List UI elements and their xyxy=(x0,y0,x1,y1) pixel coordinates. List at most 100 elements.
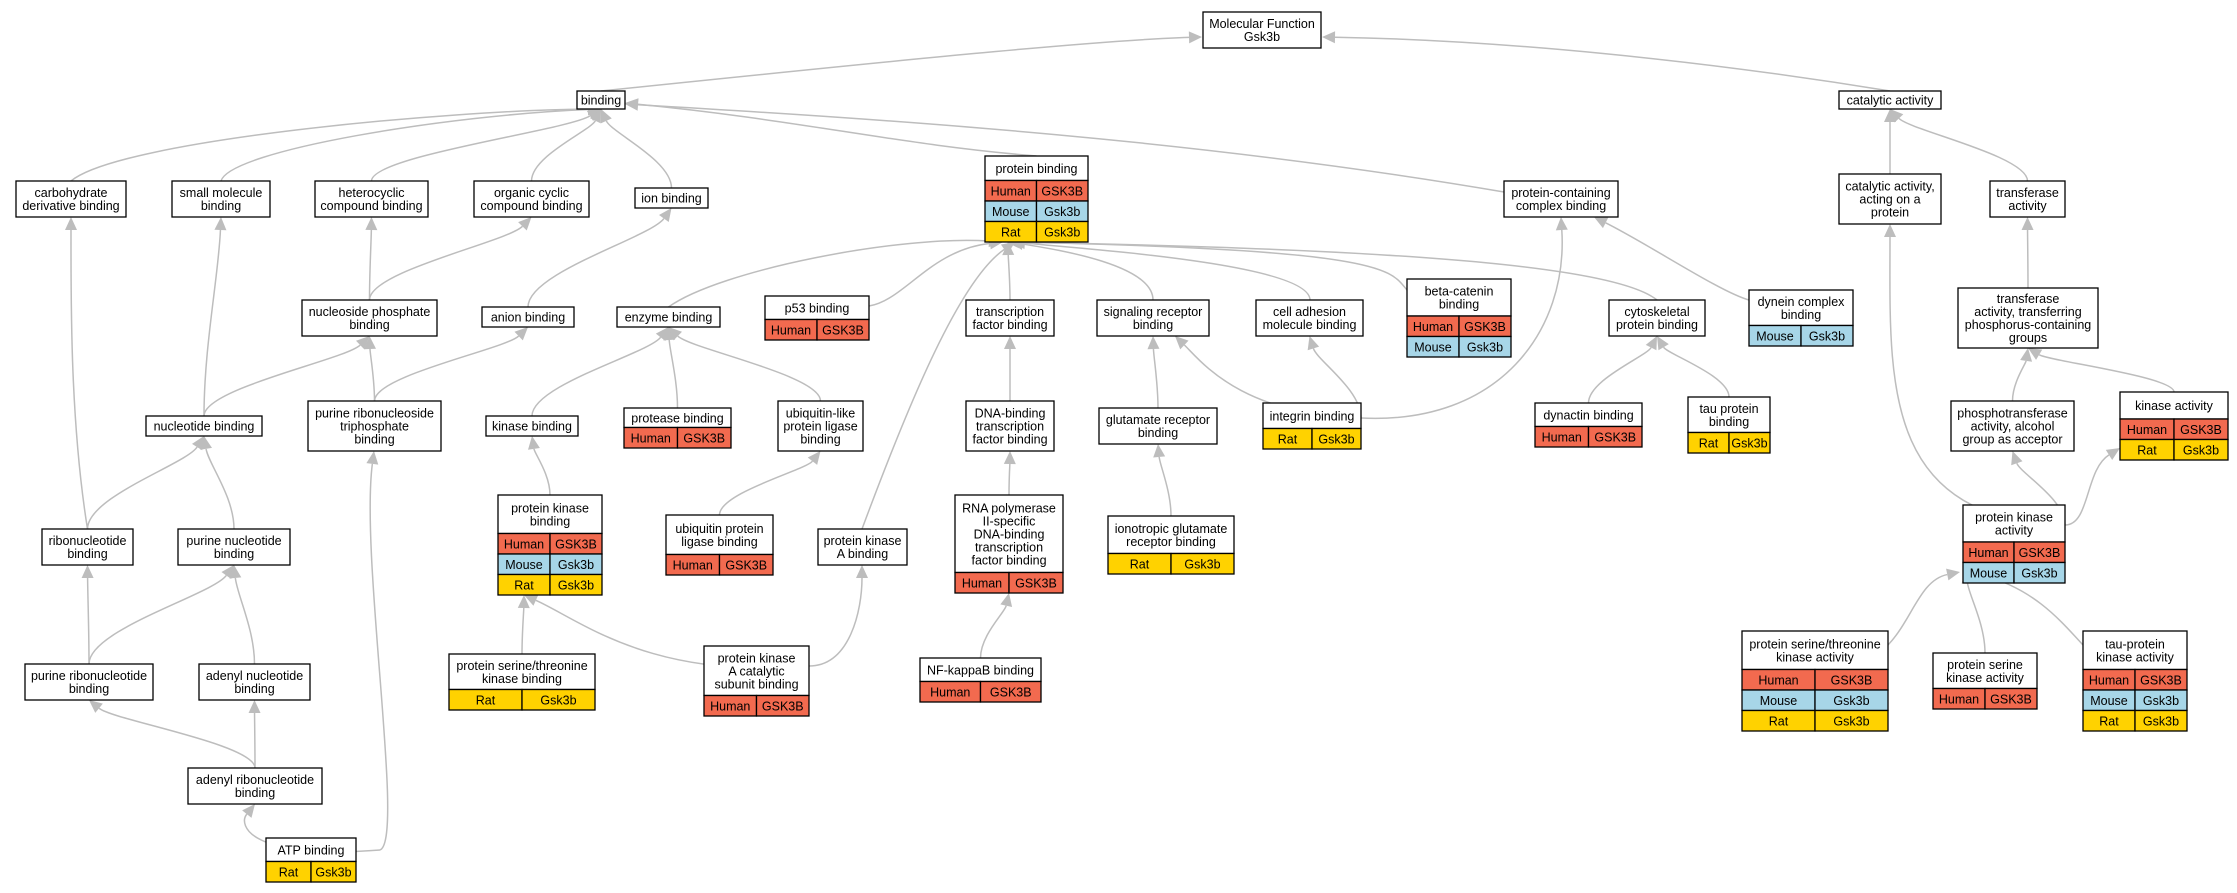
species-label: Mouse xyxy=(1970,566,2008,580)
arrowhead-adenyl-to-purnuc xyxy=(229,565,242,579)
edge-p53-to-protein xyxy=(868,242,991,307)
go-term-node-ion[interactable]: ion binding xyxy=(634,187,709,209)
node-label-line: protein-containing xyxy=(1511,186,1610,200)
node-label-line: binding xyxy=(581,94,621,108)
gene-cell xyxy=(755,694,810,717)
arrowhead-purnuc-to-nucleotide xyxy=(200,436,212,450)
species-label: Mouse xyxy=(1414,340,1452,354)
node-label-box xyxy=(15,180,127,218)
go-term-node-kinase[interactable]: kinase binding xyxy=(485,415,579,437)
node-label-box xyxy=(187,767,323,805)
arrowhead-nucleotide-to-small xyxy=(214,217,227,231)
gene-label: GSK3B xyxy=(1015,576,1057,590)
edge-tau-to-cytoskel xyxy=(1662,346,1730,398)
node-label-line: DNA-binding xyxy=(974,527,1045,541)
node-label-box xyxy=(198,663,311,701)
node-label-box xyxy=(965,299,1055,337)
node-label-line: binding xyxy=(1133,318,1173,332)
go-term-node-binding[interactable]: binding xyxy=(576,90,626,110)
go-term-node-rnapol[interactable]: RNA polymeraseII-specificDNA-bindingtran… xyxy=(954,494,1064,594)
node-label-line: binding xyxy=(354,433,394,447)
gene-label: Gsk3b xyxy=(1318,432,1354,446)
species-label: Rat xyxy=(514,578,534,592)
edge-protease-to-enzyme xyxy=(668,339,679,409)
node-label-line: cell adhesion xyxy=(1273,305,1346,319)
node-label-line: subunit binding xyxy=(714,677,798,691)
arrowhead-pkb-to-kinase xyxy=(528,436,540,450)
arrowhead-tau-to-cytoskel xyxy=(1657,336,1669,351)
edge-kinact-to-transphos xyxy=(2038,354,2175,393)
gene-label: Gsk3b xyxy=(1467,340,1503,354)
node-label-line: ion binding xyxy=(641,192,702,206)
arrowhead-nucphos-to-hetero xyxy=(365,217,378,231)
gene-label: Gsk3b xyxy=(2143,694,2179,708)
go-term-node-catalytic[interactable]: catalytic activity xyxy=(1838,90,1942,110)
arrowhead-integrin-to-sigrec xyxy=(1175,336,1189,350)
edge-rnapol-to-dnatf xyxy=(1008,463,1011,496)
arrowhead-integrin-to-celladh xyxy=(1307,336,1320,351)
edge-purribotri-to-nucphos xyxy=(369,348,376,402)
arrowhead-pkab-to-protein xyxy=(1000,242,1015,255)
go-term-node-anion[interactable]: anion binding xyxy=(481,306,575,328)
edge-ribonuc-to-carb xyxy=(70,229,89,530)
gene-label: Gsk3b xyxy=(1809,329,1845,343)
edge-dynein-to-pcomplex xyxy=(1605,222,1750,301)
arrowhead-purribotri-to-nucphos xyxy=(364,336,376,350)
go-term-node-enzyme[interactable]: enzyme binding xyxy=(616,306,721,328)
arrowhead-catalytic-to-mf xyxy=(1322,31,1336,44)
arrowhead-nucphos-to-organic xyxy=(518,217,532,231)
gene-cell xyxy=(1984,687,2038,710)
arrowhead-integrin-to-pcomplex xyxy=(1555,217,1568,231)
gene-label: Gsk3b xyxy=(558,558,594,572)
node-label-line: ligase binding xyxy=(681,535,757,549)
go-term-node-nucleotide[interactable]: nucleotide binding xyxy=(145,415,263,437)
gene-label: Gsk3b xyxy=(558,578,594,592)
species-label: Rat xyxy=(2137,443,2157,457)
